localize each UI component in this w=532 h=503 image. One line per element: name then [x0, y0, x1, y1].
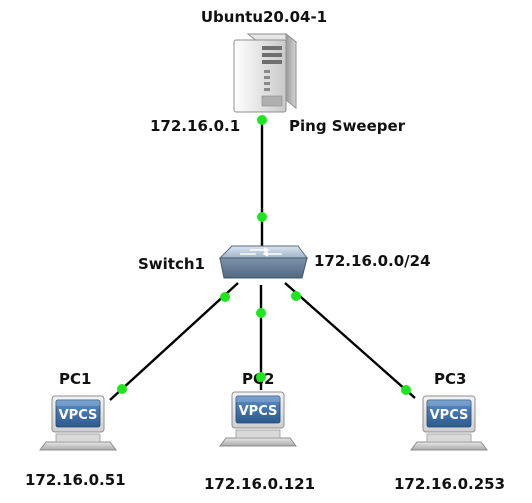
- link-status-dot: [117, 384, 127, 394]
- link-status-dot: [220, 292, 230, 302]
- pc3-badge: VPCS: [430, 408, 469, 423]
- server-tower-icon: [233, 32, 298, 113]
- network-switch-icon: [218, 245, 308, 279]
- server-node[interactable]: Ubuntu20.04-1 172.16.0.1 Ping Sweeper: [150, 8, 406, 135]
- pc1-name-label: PC1: [59, 370, 91, 388]
- server-note-label: Ping Sweeper: [289, 117, 406, 135]
- pc1-node[interactable]: VPCS PC1 172.16.0.51: [25, 370, 126, 489]
- pc3-ip-label: 172.16.0.253: [394, 475, 505, 493]
- pc3-node[interactable]: VPCS PC3 172.16.0.253: [394, 370, 505, 493]
- pc2-node[interactable]: VPCS PC2 172.16.0.121: [204, 370, 315, 493]
- pc1-badge: VPCS: [59, 408, 98, 423]
- link-status-dot: [257, 115, 267, 125]
- link-status-dot: [256, 372, 266, 382]
- pc2-badge: VPCS: [239, 404, 278, 419]
- server-ip-label: 172.16.0.1: [150, 117, 240, 135]
- vpcs-computer-icon: VPCS: [219, 391, 297, 447]
- link-status-dot: [291, 291, 301, 301]
- link-status-dot: [401, 385, 411, 395]
- switch-subnet-label: 172.16.0.0/24: [314, 252, 431, 270]
- link-status-dot: [256, 308, 266, 318]
- link-switch-pc1[interactable]: [109, 282, 239, 401]
- vpcs-computer-icon: VPCS: [410, 395, 488, 451]
- link-status-dot: [257, 212, 267, 222]
- vpcs-computer-icon: VPCS: [39, 395, 117, 451]
- pc1-ip-label: 172.16.0.51: [25, 471, 126, 489]
- switch-name-label: Switch1: [138, 255, 205, 273]
- link-switch-pc3[interactable]: [284, 282, 416, 399]
- pc2-ip-label: 172.16.0.121: [204, 475, 315, 493]
- pc3-name-label: PC3: [434, 370, 466, 388]
- switch-node[interactable]: Switch1 172.16.0.0/24: [138, 245, 431, 279]
- server-name-label: Ubuntu20.04-1: [201, 8, 327, 26]
